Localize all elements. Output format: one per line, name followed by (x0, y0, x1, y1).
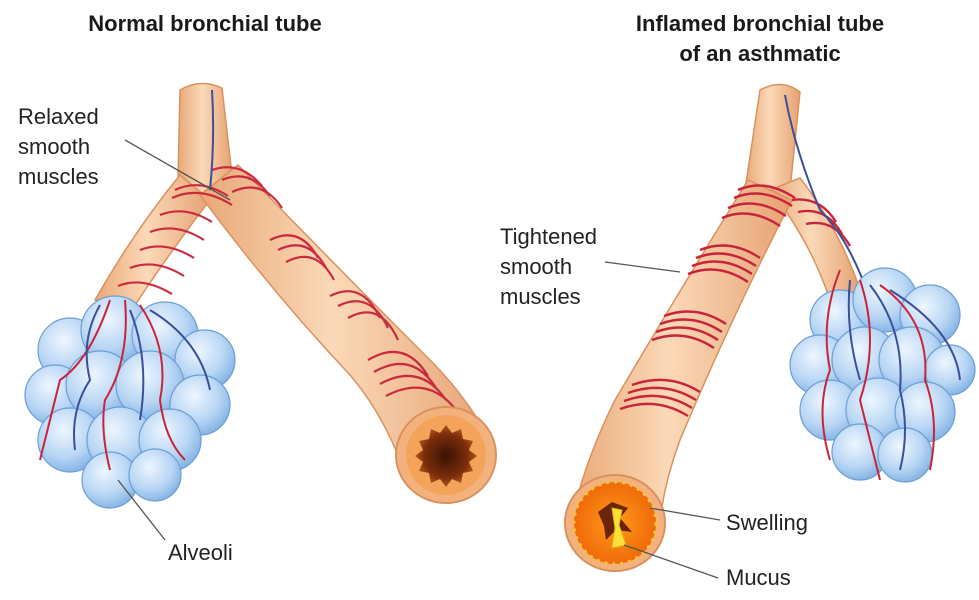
alveoli-cluster-right (790, 268, 975, 482)
label-tightened-line3: muscles (500, 282, 581, 312)
inflamed-bronchial-tube (565, 84, 975, 571)
label-tightened-line2: smooth (500, 252, 572, 282)
label-mucus: Mucus (726, 563, 791, 593)
label-relaxed-line1: Relaxed (18, 102, 99, 132)
inflamed-tube-main (570, 180, 792, 525)
label-relaxed-line3: muscles (18, 162, 99, 192)
inflamed-title-line1: Inflamed bronchial tube (590, 10, 930, 38)
label-alveoli: Alveoli (168, 538, 233, 568)
normal-title: Normal bronchial tube (45, 10, 365, 38)
label-swelling: Swelling (726, 508, 808, 538)
label-tightened-line1: Tightened (500, 222, 597, 252)
normal-bronchial-tube (25, 83, 496, 508)
alveoli-cluster-left (25, 296, 235, 508)
label-relaxed-line2: smooth (18, 132, 90, 162)
inflamed-title-line2: of an asthmatic (590, 40, 930, 68)
